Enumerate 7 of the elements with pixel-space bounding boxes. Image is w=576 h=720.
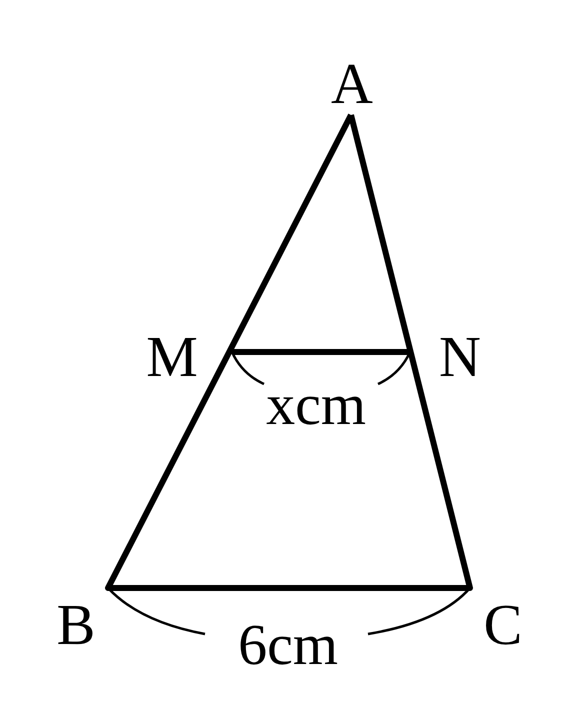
dimension-label: 6cm xyxy=(238,616,338,674)
vertex-label: A xyxy=(331,55,373,113)
vertex-label: M xyxy=(146,328,198,386)
vertex-label: N xyxy=(439,328,481,386)
vertex-label: C xyxy=(484,596,522,654)
vertex-label: B xyxy=(56,596,96,654)
dimension-label: xcm xyxy=(266,376,366,434)
